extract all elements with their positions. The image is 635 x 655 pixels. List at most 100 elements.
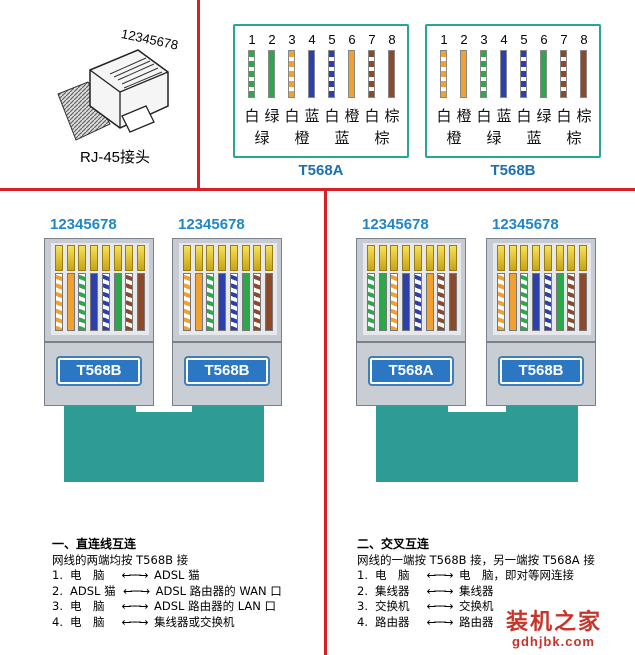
- wire-strand: [388, 50, 395, 98]
- notes-straight-subtitle: 网线的两端均按 T568B 接: [52, 552, 189, 567]
- wire-color-char: 绿: [254, 129, 270, 147]
- notes-item-number: 4.: [357, 614, 368, 629]
- gold-contact: [253, 245, 262, 271]
- notes-item-number: 3.: [357, 599, 368, 613]
- cross-cable-joined: [376, 412, 578, 482]
- pin-number: 4: [500, 32, 508, 47]
- notes-item-device-b: ADSL 猫: [154, 568, 200, 582]
- connector-wire: [55, 273, 63, 331]
- connector-wire: [206, 273, 215, 331]
- connector-wire: [78, 273, 87, 331]
- gold-contact: [125, 245, 134, 271]
- standard-label-t568a: T568A: [298, 162, 344, 179]
- straight-cable-joined: [64, 412, 264, 482]
- double-arrow-icon: ←──→: [123, 583, 150, 598]
- gold-contact: [437, 245, 446, 271]
- double-arrow-icon: ←──→: [426, 583, 453, 598]
- connector-plug: [44, 238, 154, 342]
- wire-strand: [480, 50, 487, 98]
- gold-contact: [520, 245, 529, 271]
- connector-wire: [229, 273, 238, 331]
- gold-contact: [90, 245, 99, 271]
- gold-contact: [206, 245, 215, 271]
- wire-color-char: 蓝: [304, 107, 320, 125]
- double-arrow-icon: ←──→: [121, 599, 148, 613]
- connector-standard-label: T568A: [370, 358, 452, 384]
- wire-color-char: 白: [516, 107, 532, 125]
- gold-contact: [218, 245, 227, 271]
- cross-cable-label: 交叉互联法: [430, 484, 536, 506]
- gold-contact: [390, 245, 399, 271]
- wire-color-char: 蓝: [334, 129, 350, 147]
- connector-wire: [425, 273, 434, 331]
- connector-standard-label: T568B: [58, 358, 140, 384]
- notes-item-device-a: 电 脑: [375, 568, 410, 582]
- wire-color-char: 蓝: [496, 107, 512, 125]
- notes-straight-heading: 一、直连线互连: [52, 537, 137, 551]
- connector-wire: [183, 273, 191, 331]
- pin-number: 1: [440, 32, 448, 47]
- standard-label-t568b: T568B: [490, 162, 536, 179]
- connector-contacts: [51, 243, 149, 335]
- wire-strand: [520, 50, 527, 98]
- double-arrow-icon: ←──→: [121, 568, 148, 582]
- connector-wire: [264, 273, 273, 331]
- connector-plug: [356, 238, 466, 342]
- notes-item-device-a: 路由器: [375, 614, 410, 629]
- notes-item: 3.电 脑←──→ADSL 路由器的 LAN 口: [52, 599, 282, 615]
- notes-item-device-a: 电 脑: [70, 614, 105, 629]
- rj45-illustration: 12345678 RJ-45接头: [50, 22, 200, 167]
- wire-color-char: 绿: [486, 129, 502, 147]
- pin-number: 1: [248, 32, 256, 47]
- connector-wire: [578, 273, 587, 331]
- pin-number: 7: [560, 32, 568, 47]
- connector-wire: [390, 273, 399, 331]
- wire-strand: [440, 50, 447, 98]
- connector-wire: [90, 273, 99, 331]
- pin-number: 3: [288, 32, 296, 47]
- notes-item-device-a: 电 脑: [70, 599, 105, 613]
- wire-color-char: 白: [284, 107, 300, 125]
- double-arrow-icon: ←──→: [121, 614, 148, 629]
- divider-vertical-top: [197, 0, 200, 190]
- wire-strand: [328, 50, 335, 98]
- wire-strand: [308, 50, 315, 98]
- notes-item-device-b: 集线器或交换机: [154, 614, 235, 629]
- pin-number: 2: [268, 32, 276, 47]
- wire-strand: [460, 50, 467, 98]
- gold-contact: [66, 245, 75, 271]
- wire-strand: [248, 50, 255, 98]
- connector-wire: [497, 273, 505, 331]
- wire-color-char: 白: [556, 107, 572, 125]
- gold-contact: [497, 245, 505, 271]
- wire-color-char: 棕: [384, 107, 400, 125]
- connector-wire: [402, 273, 411, 331]
- connector-wire: [113, 273, 122, 331]
- connector-contacts: [179, 243, 277, 335]
- connector-pin-numbers: 12345678: [492, 216, 559, 233]
- pin-number: 2: [460, 32, 468, 47]
- gold-contact: [402, 245, 411, 271]
- watermark-name: 装机之家: [506, 610, 603, 635]
- gold-contact: [543, 245, 552, 271]
- notes-item: 4.电 脑←──→集线器或交换机: [52, 615, 282, 631]
- wire-color-char: 橙: [446, 129, 462, 147]
- wire-color-char: 棕: [576, 107, 592, 125]
- gold-contact: [532, 245, 541, 271]
- connector-wire: [508, 273, 517, 331]
- connector-pin-numbers: 12345678: [50, 216, 117, 233]
- connector-wire: [520, 273, 529, 331]
- notes-item: 4.路由器←──→路由器: [357, 615, 595, 631]
- gold-contact: [448, 245, 457, 271]
- connector-wire: [125, 273, 134, 331]
- gold-contact: [555, 245, 564, 271]
- gold-contact: [425, 245, 434, 271]
- notes-item-device-b: 路由器: [459, 614, 494, 629]
- connector-wire: [532, 273, 541, 331]
- pin-number: 7: [368, 32, 376, 47]
- wire-color-char: 橙: [294, 129, 310, 147]
- double-arrow-icon: ←──→: [426, 599, 453, 613]
